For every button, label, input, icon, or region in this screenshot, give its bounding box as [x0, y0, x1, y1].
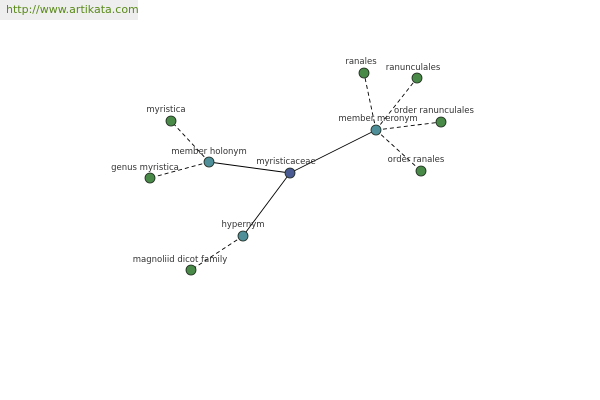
node-magnoliid-dicot-family[interactable] — [185, 264, 197, 276]
graph-labels: myristicaceae member holonym member merony… — [111, 57, 474, 265]
edge-member-meronym-order-ranunculales — [375, 121, 442, 131]
graph-edges — [149, 72, 442, 271]
label-order-ranales[interactable]: order ranales — [388, 155, 445, 165]
label-member-meronym[interactable]: member meronym — [338, 114, 417, 124]
label-ranunculales[interactable]: ranunculales — [386, 63, 441, 73]
edge-member-holonym-genus-myristica — [149, 161, 210, 179]
node-myristicaceae[interactable] — [284, 167, 296, 179]
node-genus-myristica[interactable] — [144, 172, 156, 184]
label-member-holonym[interactable]: member holonym — [171, 147, 246, 157]
node-member-meronym[interactable] — [370, 124, 382, 136]
node-ranunculales[interactable] — [411, 72, 423, 84]
edge-myristicaceae-member-meronym — [289, 129, 377, 174]
label-myristica[interactable]: myristica — [146, 105, 185, 115]
edge-myristicaceae-member-holonym — [208, 161, 291, 174]
edge-member-holonym-myristica — [170, 120, 210, 163]
label-ranales[interactable]: ranales — [345, 57, 377, 67]
label-myristicaceae[interactable]: myristicaceae — [256, 157, 316, 167]
node-order-ranunculales[interactable] — [435, 116, 447, 128]
watermark-url: http://www.artikata.com — [0, 0, 139, 20]
graph-nodes — [144, 67, 447, 276]
label-genus-myristica[interactable]: genus myristica — [111, 163, 179, 173]
node-hypernym[interactable] — [237, 230, 249, 242]
node-ranales[interactable] — [358, 67, 370, 79]
edge-hypernym-magnoliid-dicot-family — [190, 235, 244, 271]
edge-myristicaceae-hypernym — [242, 172, 291, 237]
label-hypernym[interactable]: hypernym — [221, 220, 264, 230]
label-magnoliid-dicot-family[interactable]: magnoliid dicot family — [133, 255, 228, 265]
node-member-holonym[interactable] — [203, 156, 215, 168]
edge-member-meronym-order-ranales — [375, 129, 422, 172]
node-myristica[interactable] — [165, 115, 177, 127]
edge-member-meronym-ranales — [363, 72, 377, 131]
node-order-ranales[interactable] — [415, 165, 427, 177]
label-order-ranunculales[interactable]: order ranunculales — [394, 106, 474, 116]
